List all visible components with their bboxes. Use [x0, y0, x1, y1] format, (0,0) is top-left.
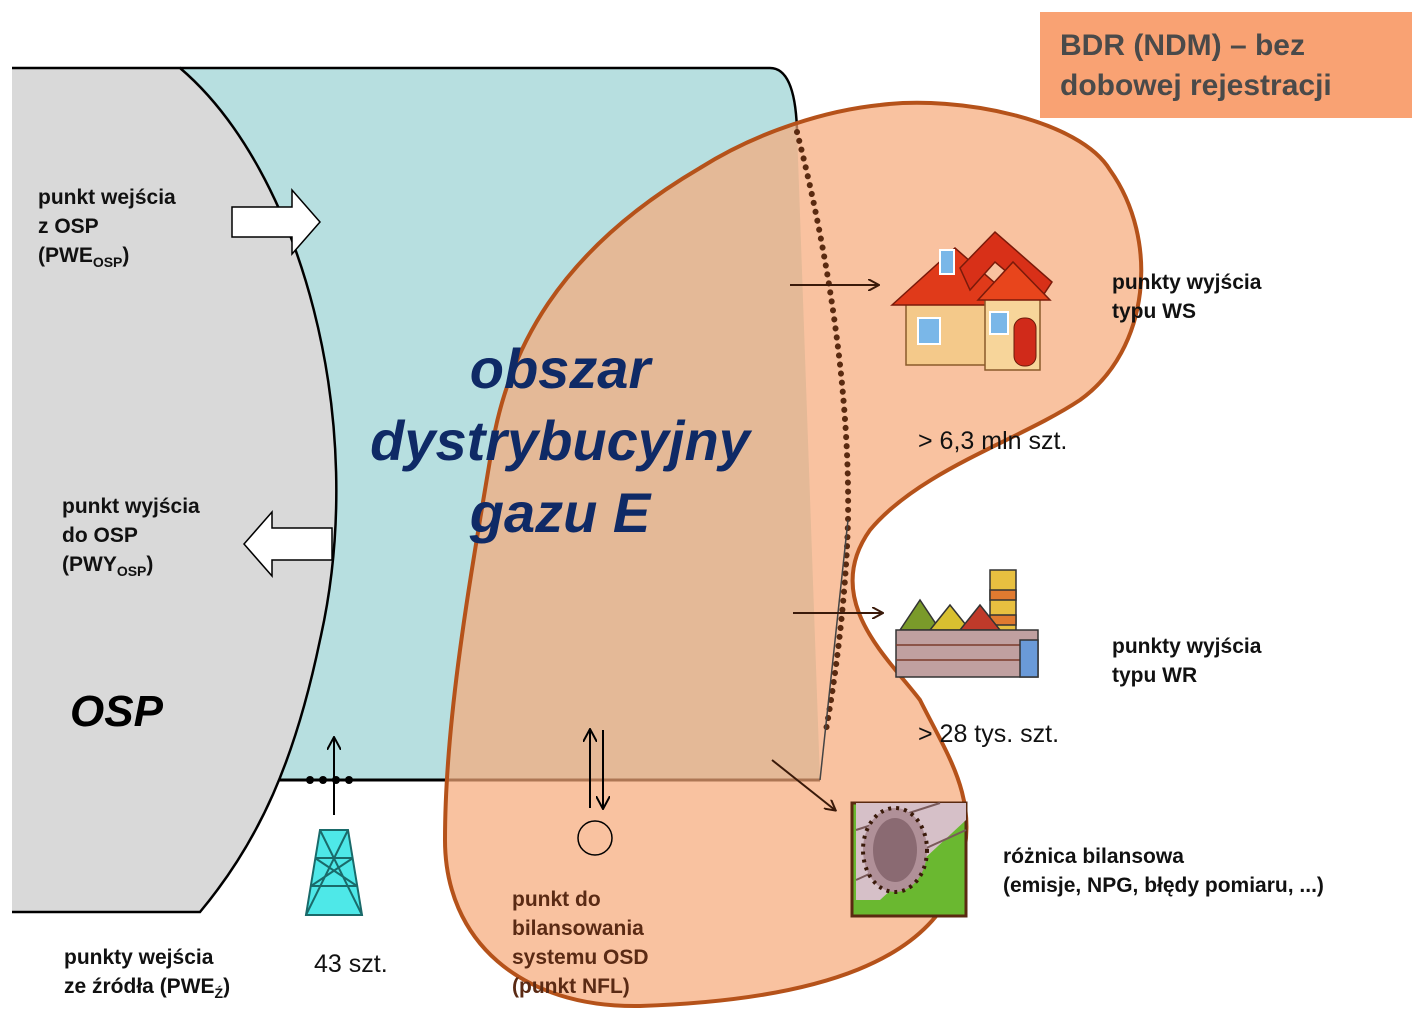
exit-osp-arrow	[243, 510, 333, 578]
source-entry-paren: )	[223, 975, 231, 998]
nfl-line-1: punkt do	[512, 888, 601, 911]
exit-osp-line-2: do OSP	[62, 524, 138, 547]
wr-line-2: typu WR	[1112, 664, 1198, 687]
nfl-point-circle	[577, 820, 613, 856]
entry-osp-paren: )	[122, 244, 130, 267]
source-entry-line-1: punkty wejścia	[64, 946, 214, 969]
wr-exit-label: punkty wyjścia typu WR	[1112, 632, 1261, 690]
gas-well-tower-icon	[304, 829, 364, 916]
ws-exit-label: punkty wyjścia typu WS	[1112, 268, 1261, 326]
balance-flow-arrow	[771, 759, 835, 810]
ws-count: > 6,3 mln szt.	[918, 427, 1068, 455]
exit-osp-paren: )	[146, 553, 154, 576]
house-icon	[890, 230, 1053, 371]
exit-osp-code: (PWY	[62, 553, 117, 576]
factory-icon	[895, 569, 1039, 678]
exit-osp-line-3: (PWYOSP)	[62, 550, 200, 579]
exit-osp-sub: OSP	[116, 563, 147, 579]
source-entry-code: ze źródła (PWE	[64, 975, 215, 998]
balance-line-2: (emisje, NPG, błędy pomiaru, ...)	[1003, 874, 1324, 897]
nfl-line-3: systemu OSD	[512, 946, 649, 969]
balance-line-1: różnica bilansowa	[1003, 845, 1184, 868]
nfl-line-4: (punkt NFL)	[512, 975, 630, 998]
entry-osp-line-1: punkt wejścia	[38, 186, 176, 209]
source-entry-dots	[306, 776, 353, 784]
osp-shape	[12, 68, 337, 912]
badge-line-1: BDR (NDM) – bez	[1060, 29, 1305, 62]
area-line-1: obszar	[469, 337, 651, 400]
ndm-badge: BDR (NDM) – bez dobowej rejestracji	[1040, 12, 1412, 118]
distribution-area-title: obszar dystrybucyjny gazu E	[320, 333, 800, 549]
exit-osp-label: punkt wyjścia do OSP (PWYOSP)	[62, 492, 200, 579]
entry-osp-line-3: (PWEOSP)	[38, 241, 176, 270]
balance-label: różnica bilansowa (emisje, NPG, błędy po…	[1003, 842, 1324, 900]
entry-osp-label: punkt wejścia z OSP (PWEOSP)	[38, 183, 176, 270]
ws-line-2: typu WS	[1112, 300, 1196, 323]
entry-osp-code: (PWE	[38, 244, 93, 267]
nfl-label: punkt do bilansowania systemu OSD (punkt…	[512, 885, 649, 1001]
ws-line-1: punkty wyjścia	[1112, 271, 1262, 294]
wr-count: > 28 tys. szt.	[918, 720, 1060, 748]
source-entry-line-2: ze źródła (PWEŹ)	[64, 972, 230, 1001]
osp-label: OSP	[70, 687, 163, 736]
exit-osp-line-1: punkt wyjścia	[62, 495, 200, 518]
source-entry-sub: Ź	[214, 985, 224, 1001]
source-entry-count: 43 szt.	[314, 950, 388, 978]
entry-osp-line-2: z OSP	[38, 215, 99, 238]
nfl-line-2: bilansowania	[512, 917, 644, 940]
wr-line-1: punkty wyjścia	[1112, 635, 1262, 658]
area-line-2: dystrybucyjny	[370, 409, 750, 472]
entry-osp-arrow	[231, 188, 321, 256]
source-entry-label: punkty wejścia ze źródła (PWEŹ)	[64, 943, 230, 1001]
boundary-dotted-line	[794, 129, 852, 733]
area-line-3: gazu E	[469, 481, 651, 544]
pipe-leak-icon	[850, 801, 968, 918]
badge-line-2: dobowej rejestracji	[1060, 69, 1332, 102]
entry-osp-sub: OSP	[92, 254, 123, 270]
